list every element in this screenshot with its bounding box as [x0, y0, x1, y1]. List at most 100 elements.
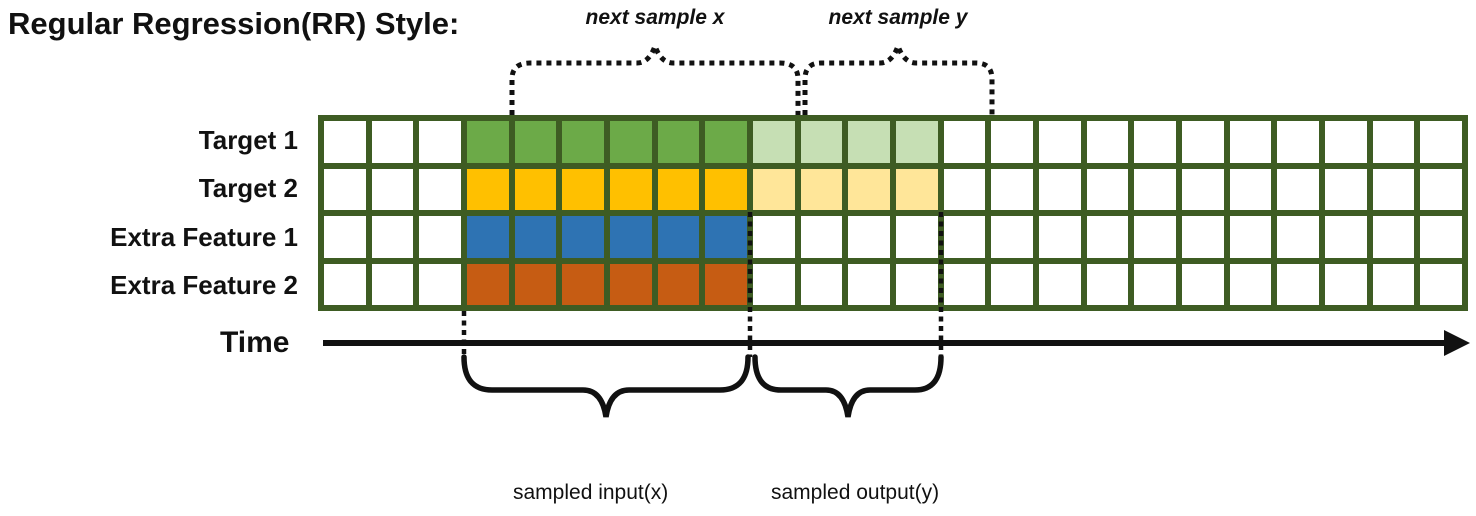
grid-cell	[1325, 263, 1367, 305]
grid-cell	[1372, 121, 1415, 163]
row-labels: Target 1 Target 2 Extra Feature 1 Extra …	[40, 115, 308, 311]
grid-cell	[1372, 216, 1415, 258]
grid-cell	[848, 263, 890, 305]
grid-cell-output	[848, 121, 890, 163]
sample-grid	[318, 115, 1468, 311]
grid-cell	[1086, 216, 1129, 258]
grid-cell-input	[467, 263, 509, 305]
grid-cell	[1134, 121, 1176, 163]
grid-cell-input	[610, 216, 652, 258]
grid-cell	[991, 168, 1033, 210]
grid-cell-input	[562, 168, 604, 210]
grid-cell	[1277, 168, 1319, 210]
grid-cell-input	[562, 216, 604, 258]
grid-cell	[1277, 121, 1319, 163]
grid-cell	[371, 168, 414, 210]
next-sample-y-label: next sample y	[828, 6, 968, 29]
grid-cell-input	[705, 121, 747, 163]
time-axis-arrowhead-icon	[1444, 330, 1470, 356]
grid-cell	[419, 216, 461, 258]
row-label-extra-feature-1: Extra Feature 1	[110, 221, 298, 252]
grid-cell-input	[514, 263, 557, 305]
grid-cell-output	[896, 168, 938, 210]
grid-cell-input	[705, 168, 747, 210]
grid-cell-input	[657, 216, 700, 258]
grid-cell	[1229, 216, 1272, 258]
grid-cell	[1039, 121, 1081, 163]
grid-cell-input	[610, 168, 652, 210]
grid-cell	[419, 121, 461, 163]
grid-cell	[1134, 216, 1176, 258]
grid-cell	[1229, 263, 1272, 305]
grid-cell	[1086, 168, 1129, 210]
grid-cell	[1325, 168, 1367, 210]
grid-cell	[1420, 216, 1462, 258]
grid-cell	[991, 216, 1033, 258]
grid-cell	[1325, 216, 1367, 258]
grid-cell	[753, 216, 795, 258]
grid-cell	[324, 263, 366, 305]
grid-cell-output	[800, 168, 843, 210]
grid-cell	[1420, 168, 1462, 210]
grid-cell	[896, 216, 938, 258]
sampled-input-annotation: sampled input(x) lookback=6 input_featur…	[513, 430, 712, 516]
grid-cell	[753, 263, 795, 305]
grid-cell	[991, 263, 1033, 305]
grid-cell-input	[705, 216, 747, 258]
grid-cell-input	[514, 168, 557, 210]
grid-cell-output	[753, 121, 795, 163]
next-sample-y-brace	[802, 38, 995, 115]
grid-cell	[943, 121, 986, 163]
grid-cell-input	[562, 263, 604, 305]
grid-cell	[1372, 263, 1415, 305]
grid-cell	[1182, 263, 1224, 305]
page-title: Regular Regression(RR) Style:	[8, 6, 460, 41]
grid-cell-input	[657, 121, 700, 163]
grid-cell-input	[467, 216, 509, 258]
grid-cell	[324, 121, 366, 163]
grid-cell	[1325, 121, 1367, 163]
sampled-output-brace	[752, 354, 944, 418]
sampled-output-annotation: sampled output(y) horizon=4 output_featu…	[771, 430, 983, 516]
grid-cell-output	[896, 121, 938, 163]
grid-cell	[1229, 121, 1272, 163]
grid-cell	[371, 121, 414, 163]
grid-cell	[991, 121, 1033, 163]
grid-cell-input	[514, 121, 557, 163]
grid-cell-input	[610, 263, 652, 305]
grid-cell	[1229, 168, 1272, 210]
grid-cell	[419, 168, 461, 210]
grid-cell-output	[848, 168, 890, 210]
grid-cell	[1182, 168, 1224, 210]
grid-cell	[371, 263, 414, 305]
grid-cell	[1039, 168, 1081, 210]
grid-cell-output	[800, 121, 843, 163]
grid-cell	[943, 216, 986, 258]
grid-cell	[1182, 121, 1224, 163]
grid-cell-input	[657, 263, 700, 305]
grid-cell	[896, 263, 938, 305]
grid-cell	[1420, 263, 1462, 305]
next-sample-x-brace	[509, 38, 801, 115]
grid-cell	[371, 216, 414, 258]
grid-cell	[943, 168, 986, 210]
grid-cell	[1420, 121, 1462, 163]
grid-cell	[324, 216, 366, 258]
grid-cell-input	[657, 168, 700, 210]
grid-cell	[1277, 263, 1319, 305]
grid-cell-input	[610, 121, 652, 163]
next-sample-x-label: next sample x	[585, 6, 725, 29]
grid-cell-output	[753, 168, 795, 210]
grid-cell-input	[467, 168, 509, 210]
grid-cell	[1086, 263, 1129, 305]
grid-cell-input	[562, 121, 604, 163]
time-axis-label: Time	[220, 326, 290, 359]
grid-cell	[800, 263, 843, 305]
grid-cell	[848, 216, 890, 258]
grid-cell-input	[705, 263, 747, 305]
grid-cell	[1182, 216, 1224, 258]
grid-cell-input	[514, 216, 557, 258]
grid-cell	[943, 263, 986, 305]
